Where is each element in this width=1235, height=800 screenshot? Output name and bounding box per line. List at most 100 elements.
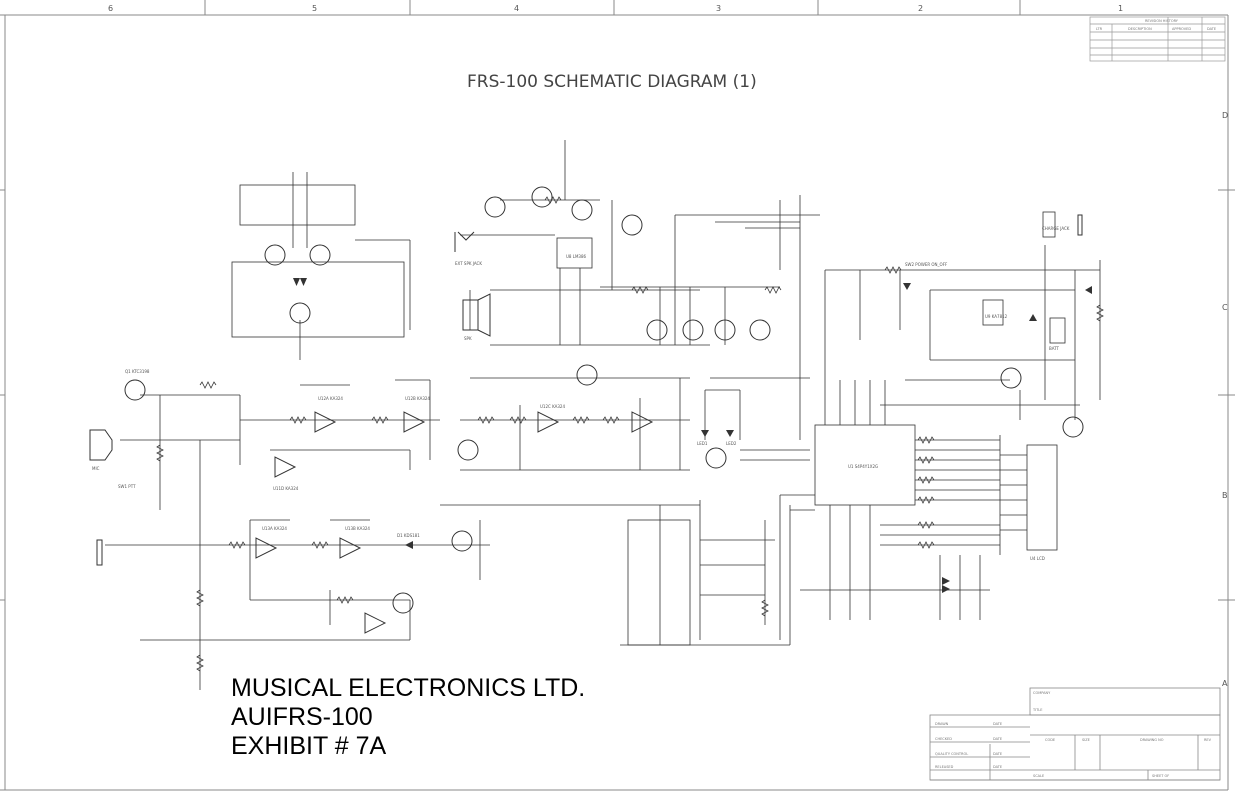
zone-col-2: 2: [918, 4, 923, 13]
resistor: [228, 541, 246, 549]
transistor-q18: [1000, 367, 1022, 389]
label-ic-main: U1 S4P4Y1X2G: [848, 464, 878, 469]
diode-d5: [1085, 286, 1092, 294]
company-block: MUSICAL ELECTRONICS LTD. AUIFRS-100 EXHI…: [231, 674, 585, 761]
transistor-symbols: [124, 186, 1084, 614]
resistor: [917, 476, 935, 484]
speaker-symbol: [462, 293, 491, 337]
component-labels: U1 S4P4Y1X2G U8 LM386 U9 KA7812 U12A KA3…: [92, 226, 1070, 561]
label-opamp-a: U12A KA324: [318, 396, 343, 401]
led-2: [726, 430, 734, 437]
resistor: [1096, 304, 1104, 322]
resistor: [199, 381, 217, 389]
transistor-q5: [484, 196, 506, 218]
transistor-q2: [309, 244, 331, 266]
label-opamp-c: U12C KA324: [540, 404, 565, 409]
tb-company: COMPANY: [1033, 691, 1051, 695]
transistor-q9: [646, 319, 668, 341]
resistor: [602, 416, 620, 424]
transistor-q10: [682, 319, 704, 341]
opamp-u13b: [339, 537, 362, 559]
resistor: [196, 589, 204, 607]
transistor-q3: [289, 302, 311, 324]
tb-drawing-no: DRAWING NO: [1140, 738, 1164, 742]
zone-row-a: A: [1222, 679, 1228, 688]
opamp-symbols: [255, 411, 654, 634]
transistor-q17: [392, 592, 414, 614]
transistor-q7: [571, 199, 593, 221]
zone-row-c: C: [1222, 303, 1228, 312]
opamp-u12a: [314, 411, 337, 433]
tb-rev: REV: [1204, 738, 1212, 742]
opamp-u11d: [274, 456, 297, 478]
tb-quality-date: DATE: [993, 752, 1002, 756]
label-power-sw: SW2 POWER ON_OFF: [905, 262, 948, 267]
label-ic-audio: U8 LM386: [566, 254, 587, 259]
tb-code: CODE: [1045, 738, 1055, 742]
led-1: [701, 430, 709, 437]
label-ptt: SW1 PTT: [118, 484, 136, 489]
opamp-u13a: [255, 537, 278, 559]
label-opamp-d: U11D KA324: [273, 486, 299, 491]
diode-d4: [1029, 314, 1037, 321]
revision-block-text: REVISION HISTORY LTR DESCRIPTION APPROVE…: [1096, 19, 1216, 31]
transistor-q19: [1062, 416, 1084, 438]
diode-d7: [942, 577, 950, 585]
zone-row-d: D: [1222, 111, 1228, 120]
revision-col-description: DESCRIPTION: [1128, 27, 1152, 31]
title-block-text: COMPANY TITLE DRAWN DATE CHECKED DATE QU…: [935, 691, 1212, 778]
transistor-q8: [621, 214, 643, 236]
circuit-wiring: [105, 140, 1101, 690]
zone-col-3: 3: [716, 4, 721, 13]
ext-speaker-jack-symbol: [454, 231, 475, 252]
connector-symbols: [89, 214, 1083, 566]
tb-released: RELEASED: [935, 765, 954, 769]
opamp-u13c: [364, 612, 387, 634]
resistor: [917, 521, 935, 529]
resistor: [509, 416, 527, 424]
revision-block: [1089, 16, 1226, 62]
transistor-q4: [124, 379, 146, 401]
led-symbols: [293, 278, 1092, 593]
transistor-q12: [749, 319, 771, 341]
zone-col-5: 5: [312, 4, 317, 13]
drawing-title: FRS-100 SCHEMATIC DIAGRAM (1): [467, 72, 757, 92]
tb-released-date: DATE: [993, 765, 1002, 769]
tb-checked-date: DATE: [993, 737, 1002, 741]
mic-jack-symbol: [96, 539, 103, 566]
label-opamp-e: U13A KA324: [262, 526, 287, 531]
exhibit-number: EXHIBIT # 7A: [231, 732, 387, 760]
resistor: [336, 596, 354, 604]
label-led2: LED2: [726, 441, 737, 446]
tb-scale: SCALE: [1033, 774, 1044, 778]
zone-row-b: B: [1222, 491, 1228, 500]
title-block: [929, 687, 1221, 781]
resistor: [761, 599, 769, 617]
resistor: [572, 416, 590, 424]
tb-title: TITLE: [1032, 708, 1042, 712]
resistor: [917, 541, 935, 549]
diode-d8: [942, 585, 950, 593]
transistor-q1: [264, 244, 286, 266]
revision-col-date: DATE: [1207, 27, 1216, 31]
model-code: AUIFRS-100: [231, 703, 373, 731]
resistor-symbols: [156, 196, 1104, 672]
label-lcd: U4 LCD: [1030, 556, 1045, 561]
resistor: [544, 196, 562, 204]
resistor: [764, 286, 782, 294]
tb-drawn: DRAWN: [935, 722, 949, 726]
diode-d2: [300, 278, 307, 286]
label-charge-jack: CHARGE JACK: [1042, 226, 1070, 231]
resistor: [289, 416, 307, 424]
label-led1: LED1: [697, 441, 708, 446]
transistor-q6: [531, 186, 553, 208]
transistor-q16: [451, 530, 473, 552]
tb-quality: QUALITY CONTROL: [935, 752, 968, 756]
transistor-q13: [576, 364, 598, 386]
label-battery: BATT: [1049, 346, 1060, 351]
label-speaker: SPK: [464, 336, 472, 341]
label-ic-reg: U9 KA7812: [985, 314, 1008, 319]
resistor: [156, 444, 164, 462]
